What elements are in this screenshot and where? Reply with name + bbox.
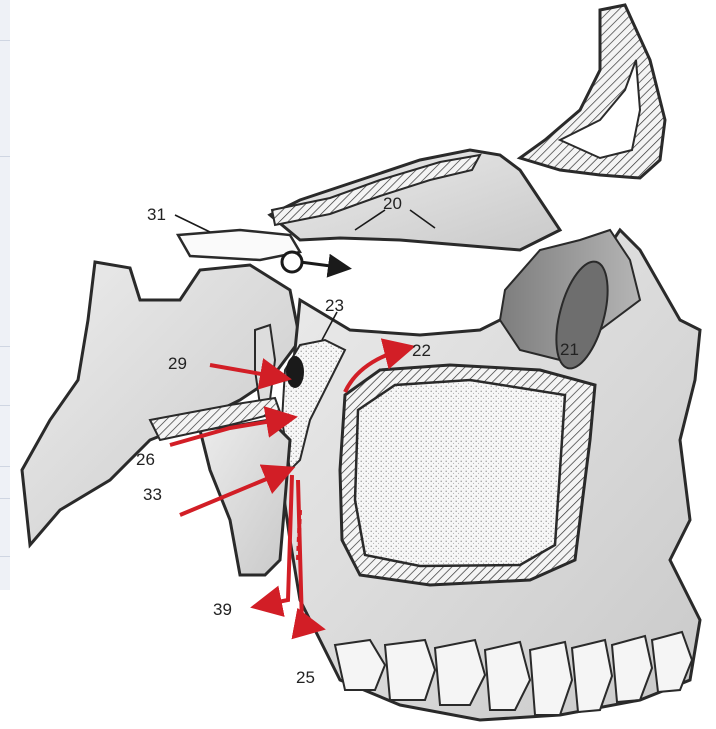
structure-31 — [178, 230, 300, 260]
label-31: 31 — [147, 206, 166, 223]
teeth-row — [335, 632, 692, 715]
label-21: 21 — [560, 341, 579, 358]
label-22: 22 — [412, 342, 431, 359]
label-29: 29 — [168, 355, 187, 372]
label-26: 26 — [136, 451, 155, 468]
dark-arrow — [300, 262, 346, 268]
label-39: 39 — [213, 601, 232, 618]
label-20: 20 — [383, 195, 402, 212]
maxillary-sinus — [355, 380, 565, 566]
label-33: 33 — [143, 486, 162, 503]
label-23: 23 — [325, 297, 344, 314]
label-25: 25 — [296, 669, 315, 686]
ring-foramen — [282, 252, 302, 272]
lower-process — [200, 420, 290, 575]
foramen-rotundum — [286, 356, 304, 388]
zygomatic-process — [270, 150, 560, 250]
vertical-plate — [255, 325, 275, 405]
